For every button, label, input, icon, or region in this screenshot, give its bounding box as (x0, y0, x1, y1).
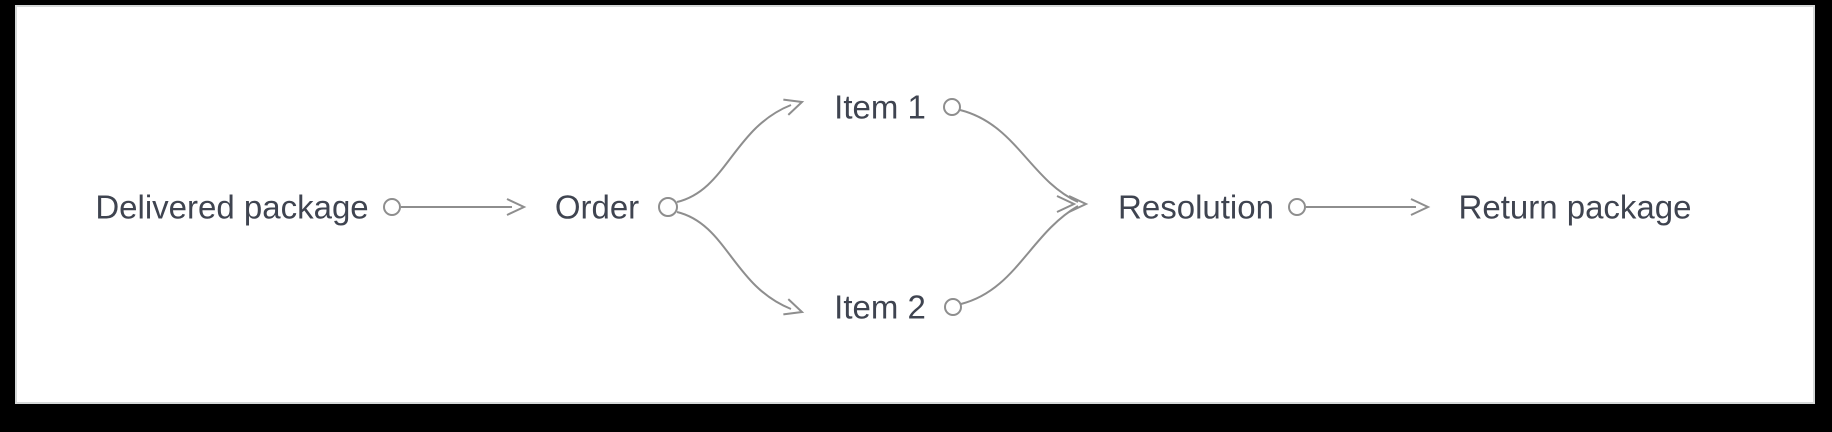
diagram-panel (15, 5, 1815, 404)
node-resolution: Resolution (1118, 188, 1274, 226)
node-item-2: Item 2 (834, 288, 926, 326)
node-return-package: Return package (1458, 188, 1692, 226)
node-delivered-package: Delivered package (95, 188, 369, 226)
node-order: Order (554, 188, 640, 226)
node-item-1: Item 1 (834, 88, 926, 126)
